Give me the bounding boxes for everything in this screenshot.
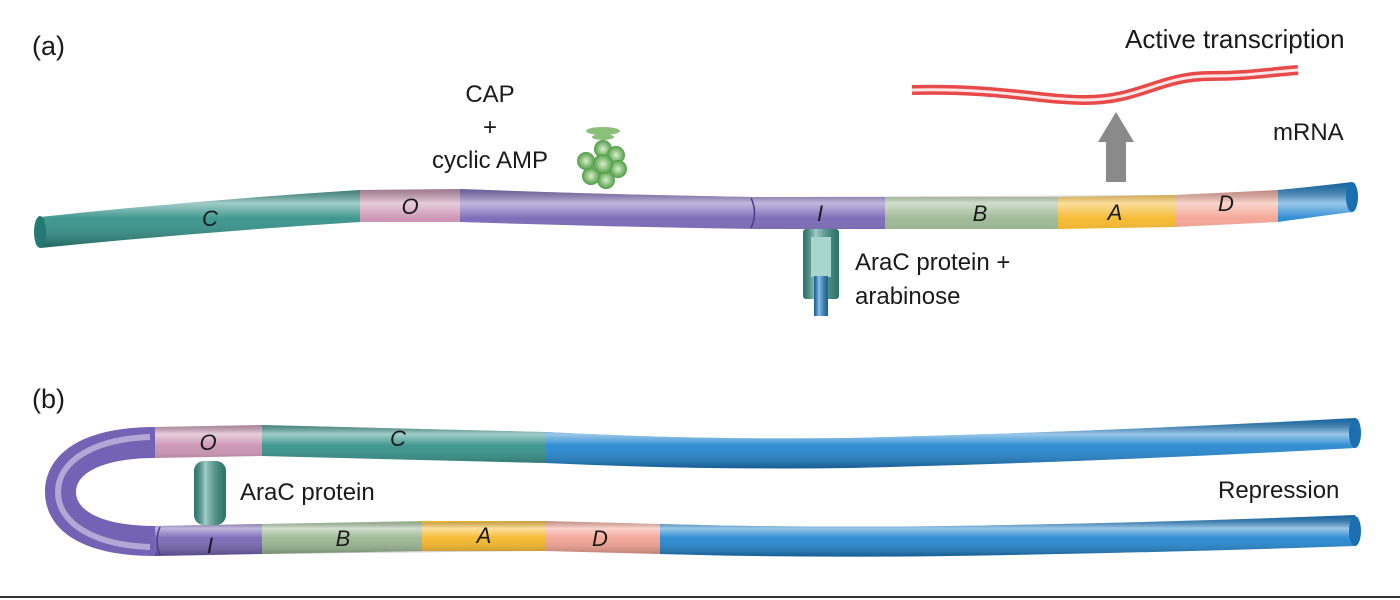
lower-strand-end	[1349, 516, 1361, 546]
active-transcription-label: Active transcription	[1125, 24, 1345, 54]
mrna-label: mRNA	[1273, 119, 1344, 146]
segment-label-d: D	[1218, 191, 1234, 216]
dna-shading	[40, 182, 1352, 248]
loop-groove	[156, 526, 161, 556]
arac-protein-icon	[194, 461, 226, 525]
segment-label-i: I	[817, 201, 823, 226]
repression-label: Repression	[1218, 477, 1339, 504]
panel-b-label: (b)	[32, 384, 65, 414]
segment-label-b-b: B	[336, 526, 351, 551]
segment-label-a: A	[1106, 200, 1123, 225]
arac-protein-label: AraC protein	[240, 479, 375, 506]
segment-label-d-b: D	[592, 526, 608, 551]
dna-left-end	[34, 216, 46, 248]
segment-label-c: C	[202, 206, 218, 231]
dna-right-end	[1346, 182, 1358, 212]
dna-loop-bend	[45, 427, 155, 556]
transcription-arrow-icon	[1098, 112, 1134, 182]
segment-label-i-b: I	[207, 533, 213, 558]
cap-plus-label: +	[483, 114, 497, 141]
segment-label-o-b: O	[199, 430, 216, 455]
cap-label: CAP	[465, 81, 514, 108]
segment-label-o: O	[401, 194, 418, 219]
panel-a-dna: C O I B A D	[34, 182, 1358, 248]
arac-arabinose-icon	[803, 229, 839, 316]
segment-label-c-b: C	[390, 426, 406, 451]
segment-label-b: B	[973, 201, 988, 226]
lower-strand-shading	[155, 515, 1355, 557]
upper-strand-end	[1349, 418, 1361, 448]
arac-arabinose-label-line2: arabinose	[855, 283, 960, 310]
cap-protein-icon	[577, 127, 627, 189]
upper-strand-shading	[155, 418, 1355, 469]
mrna-strand	[911, 65, 1299, 106]
loop-highlight	[54, 434, 151, 550]
panel-a-label: (a)	[32, 31, 65, 61]
arac-arabinose-label-line1: AraC protein +	[855, 249, 1010, 276]
cyclic-amp-label: cyclic AMP	[432, 147, 548, 174]
segment-label-a-b: A	[475, 523, 492, 548]
segment-groove	[750, 197, 756, 229]
panel-b-dna-loop: O C I B A D	[45, 418, 1361, 558]
